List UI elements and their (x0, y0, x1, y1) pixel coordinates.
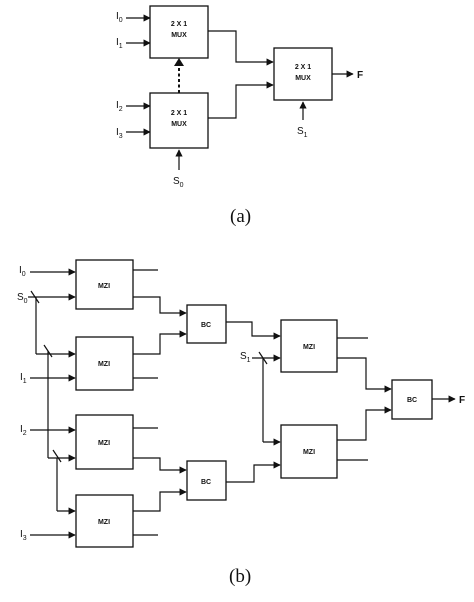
mux-block-3 (273, 47, 333, 101)
mux-1-label-top: 2 X 1 (171, 21, 187, 28)
part-b-diagram: I0 S0 I1 I2 I3 MZI MZI MZI MZI (17, 259, 465, 587)
mux-3-label-bottom: MUX (295, 75, 311, 82)
wire-bc1-to-mzi5 (226, 321, 281, 340)
b-input-label-i0: I0 (19, 265, 26, 278)
mzi-1-label: MZI (98, 283, 110, 290)
select-dotted-arrowhead (174, 58, 184, 66)
mzi-6-label: MZI (303, 449, 315, 456)
mzi-3-label: MZI (98, 440, 110, 447)
mux-2-label-bottom: MUX (171, 121, 187, 128)
b-s0-slash (30, 290, 40, 304)
wire-bc2-to-mzi6 (226, 461, 281, 483)
mux-2-label-top: 2 X 1 (171, 110, 187, 117)
input-label-i0: I0 (116, 11, 123, 24)
bc-1-label: BC (201, 322, 211, 329)
wire-mux1-to-mux3 (208, 30, 274, 66)
input-label-i1: I1 (116, 37, 123, 50)
mzi-block-2 (75, 336, 134, 391)
bc-block-1 (186, 304, 227, 344)
wire-mzi4-to-bc2 (133, 488, 187, 512)
mux-block-1 (149, 5, 209, 59)
input-label-i3: I3 (116, 127, 123, 140)
caption-b: (b) (229, 566, 251, 587)
mzi-4-label: MZI (98, 519, 110, 526)
select-label-s0: S0 (173, 176, 184, 189)
bc-2-label: BC (201, 479, 211, 486)
part-a-diagram: I0 I1 I2 I3 2 X 1 MUX 2 X 1 MUX S0 2 X 1… (116, 5, 363, 227)
mzi-block-3 (75, 414, 134, 470)
mzi-block-6 (280, 424, 338, 479)
mzi-2-label: MZI (98, 361, 110, 368)
wire-mzi5-to-bc3 (337, 357, 392, 393)
mux-block-2 (149, 92, 209, 149)
wire-mux2-to-mux3 (208, 81, 274, 119)
select-label-s1: S1 (297, 126, 308, 139)
wire-mzi2-to-bc1 (133, 330, 187, 355)
b-select-label-s1: S1 (240, 351, 251, 364)
mzi-block-5 (280, 319, 338, 373)
bc-3-label: BC (407, 397, 417, 404)
caption-a: (a) (230, 206, 251, 227)
wire-mzi6-to-bc3 (337, 406, 392, 441)
b-s0-slash-3 (52, 449, 62, 463)
wire-mzi1-to-bc1 (133, 296, 187, 317)
mzi-block-4 (75, 494, 134, 548)
mzi-5-label: MZI (303, 344, 315, 351)
mux-3-label-top: 2 X 1 (295, 64, 311, 71)
b-input-label-i3: I3 (20, 529, 27, 542)
mzi-block-1 (75, 259, 134, 310)
output-label-f: F (357, 70, 363, 81)
b-output-label-f: F (459, 395, 465, 406)
bc-block-2 (186, 460, 227, 501)
wire-mzi3-to-bc2 (133, 457, 187, 474)
b-input-label-i1: I1 (20, 372, 27, 385)
mux-1-label-bottom: MUX (171, 32, 187, 39)
input-label-i2: I2 (116, 100, 123, 113)
b-input-label-i2: I2 (20, 424, 27, 437)
b-select-label-s0: S0 (17, 292, 28, 305)
